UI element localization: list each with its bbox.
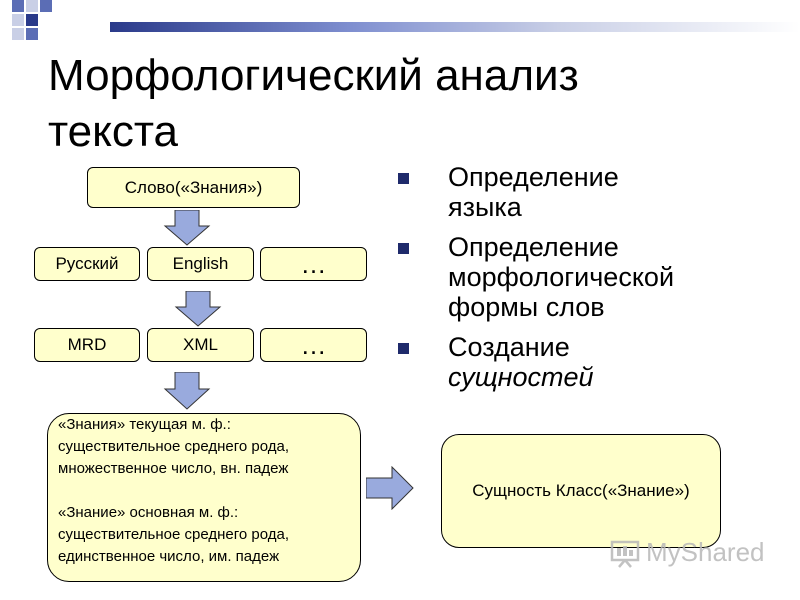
presentation-board-icon xyxy=(610,540,640,568)
bullet-item: Создание сущностей xyxy=(396,332,786,392)
bullet-text: формы слов xyxy=(448,292,605,322)
dictionary-box-xml: XML xyxy=(147,328,254,362)
result-line: существительное среднего рода, xyxy=(58,526,289,543)
bullet-item: Определение морфологической формы слов xyxy=(396,232,786,322)
language-label: English xyxy=(172,254,229,273)
language-label: Русский xyxy=(55,254,119,273)
dictionary-box-mrd: MRD xyxy=(34,328,140,362)
square-bullet-icon xyxy=(398,243,409,254)
language-box-russian: Русский xyxy=(34,247,140,281)
bullet-text: языка xyxy=(448,192,522,222)
decor-square xyxy=(40,0,52,12)
slide-title-line2: текста xyxy=(48,107,179,156)
decor-square xyxy=(26,28,38,40)
bullet-text: сущностей xyxy=(448,362,594,392)
decor-square xyxy=(12,28,24,40)
dictionary-label: MRD xyxy=(67,335,107,354)
entity-box: Сущность Класс(«Знание») xyxy=(441,434,721,548)
decor-square xyxy=(26,14,38,26)
right-arrow-icon xyxy=(366,466,414,510)
down-arrow-icon xyxy=(163,210,211,246)
language-box-more: … xyxy=(260,247,367,281)
decor-square xyxy=(12,0,24,12)
slide-title-line1: Морфологический анализ xyxy=(48,51,579,100)
square-bullet-icon xyxy=(398,173,409,184)
result-line: существительное среднего рода, xyxy=(58,438,289,455)
ellipsis-label: … xyxy=(300,248,327,279)
bullet-text: Определение xyxy=(448,232,619,262)
bullet-text: Определение xyxy=(448,162,619,192)
bullet-item: Определение языка xyxy=(396,162,786,222)
result-line: «Знание» основная м. ф.: xyxy=(58,504,239,521)
square-bullet-icon xyxy=(398,343,409,354)
slide-title: Морфологический анализ текста xyxy=(48,48,748,160)
result-line: множественное число, вн. падеж xyxy=(58,460,289,477)
watermark-text: MyShared xyxy=(646,537,765,567)
watermark: MyShared xyxy=(610,537,765,568)
down-arrow-icon xyxy=(163,372,211,410)
result-line: единственное число, им. падеж xyxy=(58,548,280,565)
result-line: «Знания» текущая м. ф.: xyxy=(58,416,231,433)
word-box-label: Слово(«Знания») xyxy=(124,177,263,197)
bullet-text: морфологической xyxy=(448,262,675,292)
bullet-list: Определение языка Определение морфологич… xyxy=(396,162,786,402)
language-box-english: English xyxy=(147,247,254,281)
entity-label: Сущность Класс(«Знание») xyxy=(472,481,690,500)
decor-square xyxy=(12,14,24,26)
morphology-result-box: «Знания» текущая м. ф.: существительное … xyxy=(47,413,361,582)
ellipsis-label: … xyxy=(300,329,327,360)
decor-gradient-bar xyxy=(110,22,800,32)
dictionary-label: XML xyxy=(183,335,218,354)
bullet-text: Создание xyxy=(448,332,570,362)
decor-square xyxy=(26,0,38,12)
word-box: Слово(«Знания») xyxy=(87,167,300,208)
down-arrow-icon xyxy=(174,291,222,327)
dictionary-box-more: … xyxy=(260,328,367,362)
